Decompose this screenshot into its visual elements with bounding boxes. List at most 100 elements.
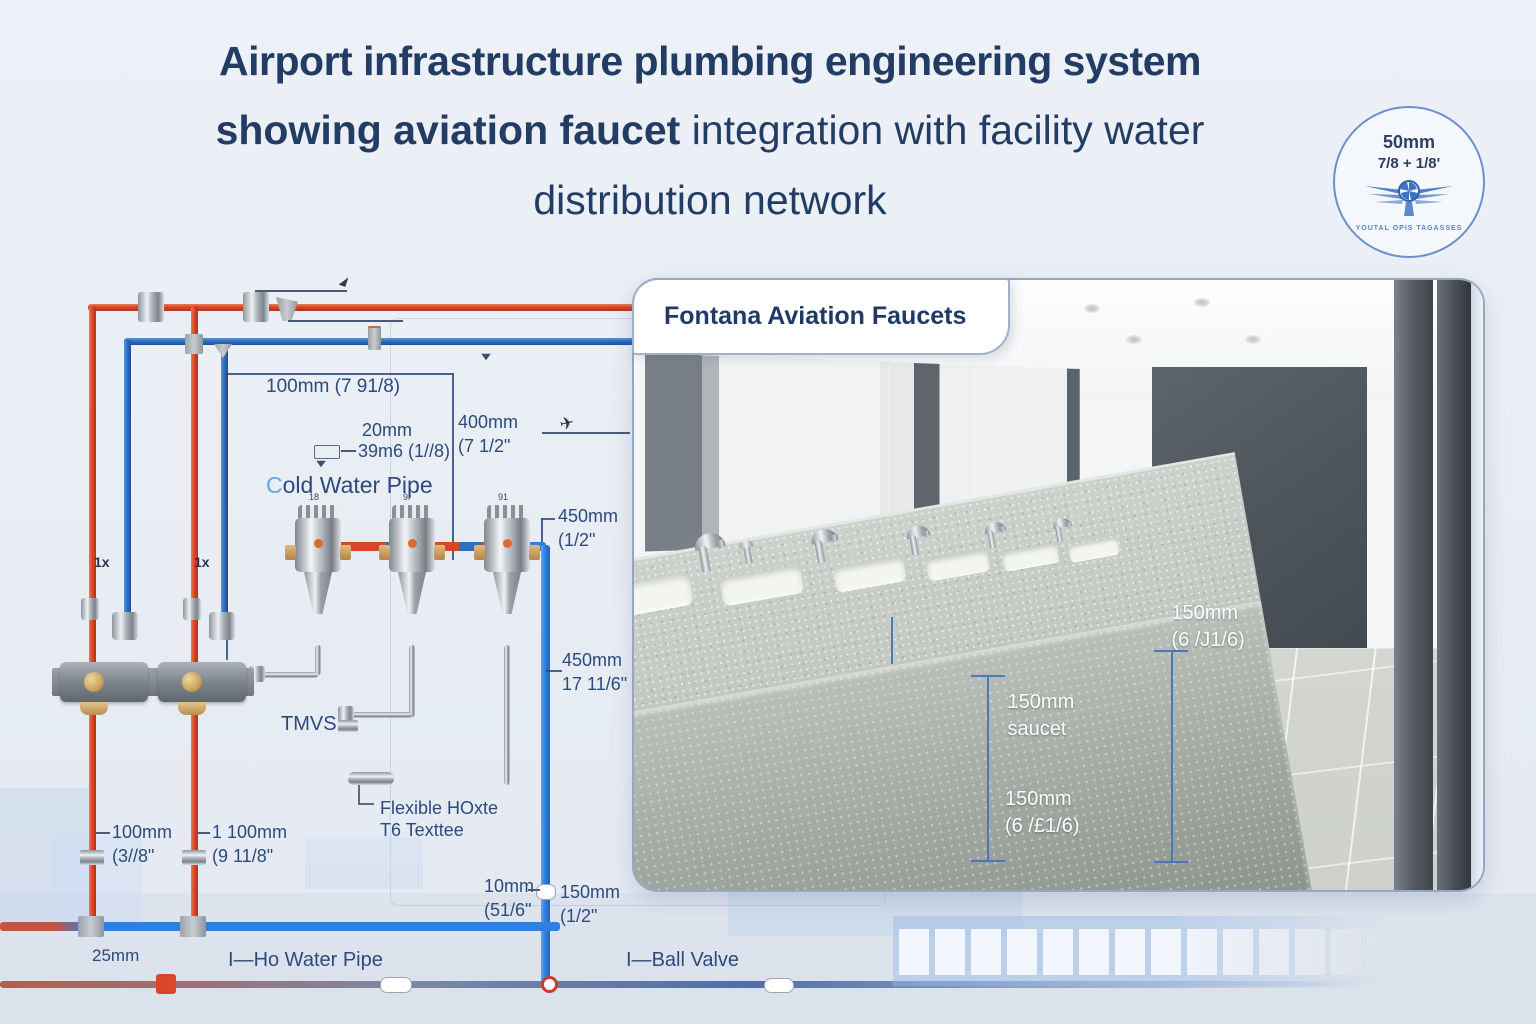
label-tmvs: TMVS [281,713,337,735]
brass-nut-icon [529,545,540,560]
label-100b-in: (9 11/8" [212,846,274,866]
small-fitting-icon [314,445,340,459]
label-cold-water-pipe: Cold Water Pipe [266,472,433,500]
union-valve-fitting-2 [243,292,269,322]
right-wall-panel [1393,280,1433,890]
dimension-cap [971,675,1005,678]
label-400mm: 400mm [458,412,519,432]
photo-dim-floor-label: 150mm (6 /£1/6) [1005,786,1079,840]
faucet-cap-icon [487,505,527,518]
sink-basin [634,570,694,621]
bottom-cold-header-pipe [0,922,560,931]
cold-elbow-fitting-1 [112,612,138,640]
brand-badge: 50mm 7/8 + 1/8' YOUTAL OPIS TAGASSES [1333,106,1485,258]
flexible-hose-fitting [348,772,394,785]
flex-hose-1-horizontal [262,672,318,678]
brass-nut-icon [340,545,351,560]
photo-dim-counter-label: 150mm saucet [1008,689,1075,743]
sink-unit [689,507,814,618]
page-title: Airport infrastructure plumbing engineer… [70,36,1350,226]
cold-elbow-fitting-2 [209,612,235,640]
faucet-cap-icon [298,505,338,518]
faucet-mark-2: 9r [403,492,412,502]
card-title-tab: Fontana Aviation Faucets [632,278,1010,356]
flex-label-leader-v [358,785,360,803]
brass-outlet-icon [178,702,206,715]
sink-basin [1067,536,1120,563]
winged-propeller-icon [1365,180,1453,216]
bracket-450a-line [541,518,543,554]
ball-valve-fitting [541,976,558,993]
sink-unit [1049,502,1126,570]
tmv-valve-1 [52,654,156,718]
flex-hose-2-horizontal [352,712,412,718]
bright-blue-drop-pipe [541,545,550,988]
label-100b-leader [198,832,210,834]
drop-pipe-union [536,884,556,900]
callout-box-right [452,373,454,560]
label-branch-size-2: 39m6 (1//8) [358,441,451,461]
label-450b-in: 17 11/6" [562,674,628,694]
brass-nut-icon [379,545,390,560]
faucet-stream-line [891,617,893,664]
dim-wall-value: 150mm [1171,602,1239,625]
label-ball-valve: I—Ball Valve [626,948,739,972]
faucet-neck [304,572,332,614]
badge-fraction-label: 7/8 + 1/8' [1377,155,1441,172]
bracket-450a-tick [541,518,555,520]
label-main-size: 100mm (7 91/8) [266,376,401,397]
dim-floor-inches: (6 /£1/6) [1005,815,1080,838]
vanity-counter [634,451,1315,890]
dimension-cap [971,859,1005,862]
indicator-dot-icon [503,539,512,548]
bathroom-photo: 150mm (6 /J1/6) 150mm saucet 150mm (6 /£… [634,280,1483,890]
ceiling-light-icon [1194,298,1211,308]
tmv-body [60,662,148,702]
bracket-450b-tick [546,670,562,672]
mirror-seam [973,368,975,534]
callout-box-top [226,373,452,375]
indicator-dot-icon [314,539,323,548]
ceiling-light-icon [1083,304,1100,314]
reducer-fitting-2 [183,598,201,620]
label-flexible-hose-1: Flexible HOxte [380,798,499,818]
label-100a-in: (3//8" [112,846,155,866]
sink-unit [806,506,915,603]
fitting-leader-line [341,450,356,452]
brass-outlet-icon [80,702,108,715]
riser-clamp-2 [182,850,206,865]
faucet-tip [923,530,929,538]
sink-basin [924,548,991,582]
label-qty-1: 1x [94,554,110,570]
faucet-stem [698,545,712,573]
soap-dispenser-icon [743,544,753,565]
ceiling-light-icon [1126,334,1143,344]
label-100a: 100mm [112,822,173,842]
badge-size-label: 50mm [1382,132,1436,152]
label-100b: 1 100mm [212,822,288,842]
dim-counter-value: 150mm [1007,690,1075,713]
dimension-line-top [255,290,347,292]
header-tee-sleeve-1 [78,916,104,937]
cold-label-initial: C [266,472,283,498]
brass-nut-icon [434,545,445,560]
faucet-stem [813,539,825,563]
label-450b: 450mm [562,650,623,670]
flex-hose-3-vertical [504,645,510,785]
airplane-leader-line [542,432,630,434]
brass-nut-icon [285,545,296,560]
ball-valve-text: Ball Valve [651,949,740,971]
ball-valve-tick: I— [626,949,652,971]
label-25mm: 25mm [92,946,140,965]
label-450a-in: (1/2" [558,530,596,550]
faucet-stem [908,534,919,556]
white-union-fitting-1 [380,977,412,993]
down-triangle-marker-2 [481,353,491,361]
cold-label-rest: old Water Pipe [282,472,433,498]
mirror-seam [888,365,890,537]
label-150mm: 150mm [560,882,621,902]
dimension-line-counter [987,675,990,861]
faucet-tip [1066,521,1071,528]
sink-basin [1001,542,1060,572]
